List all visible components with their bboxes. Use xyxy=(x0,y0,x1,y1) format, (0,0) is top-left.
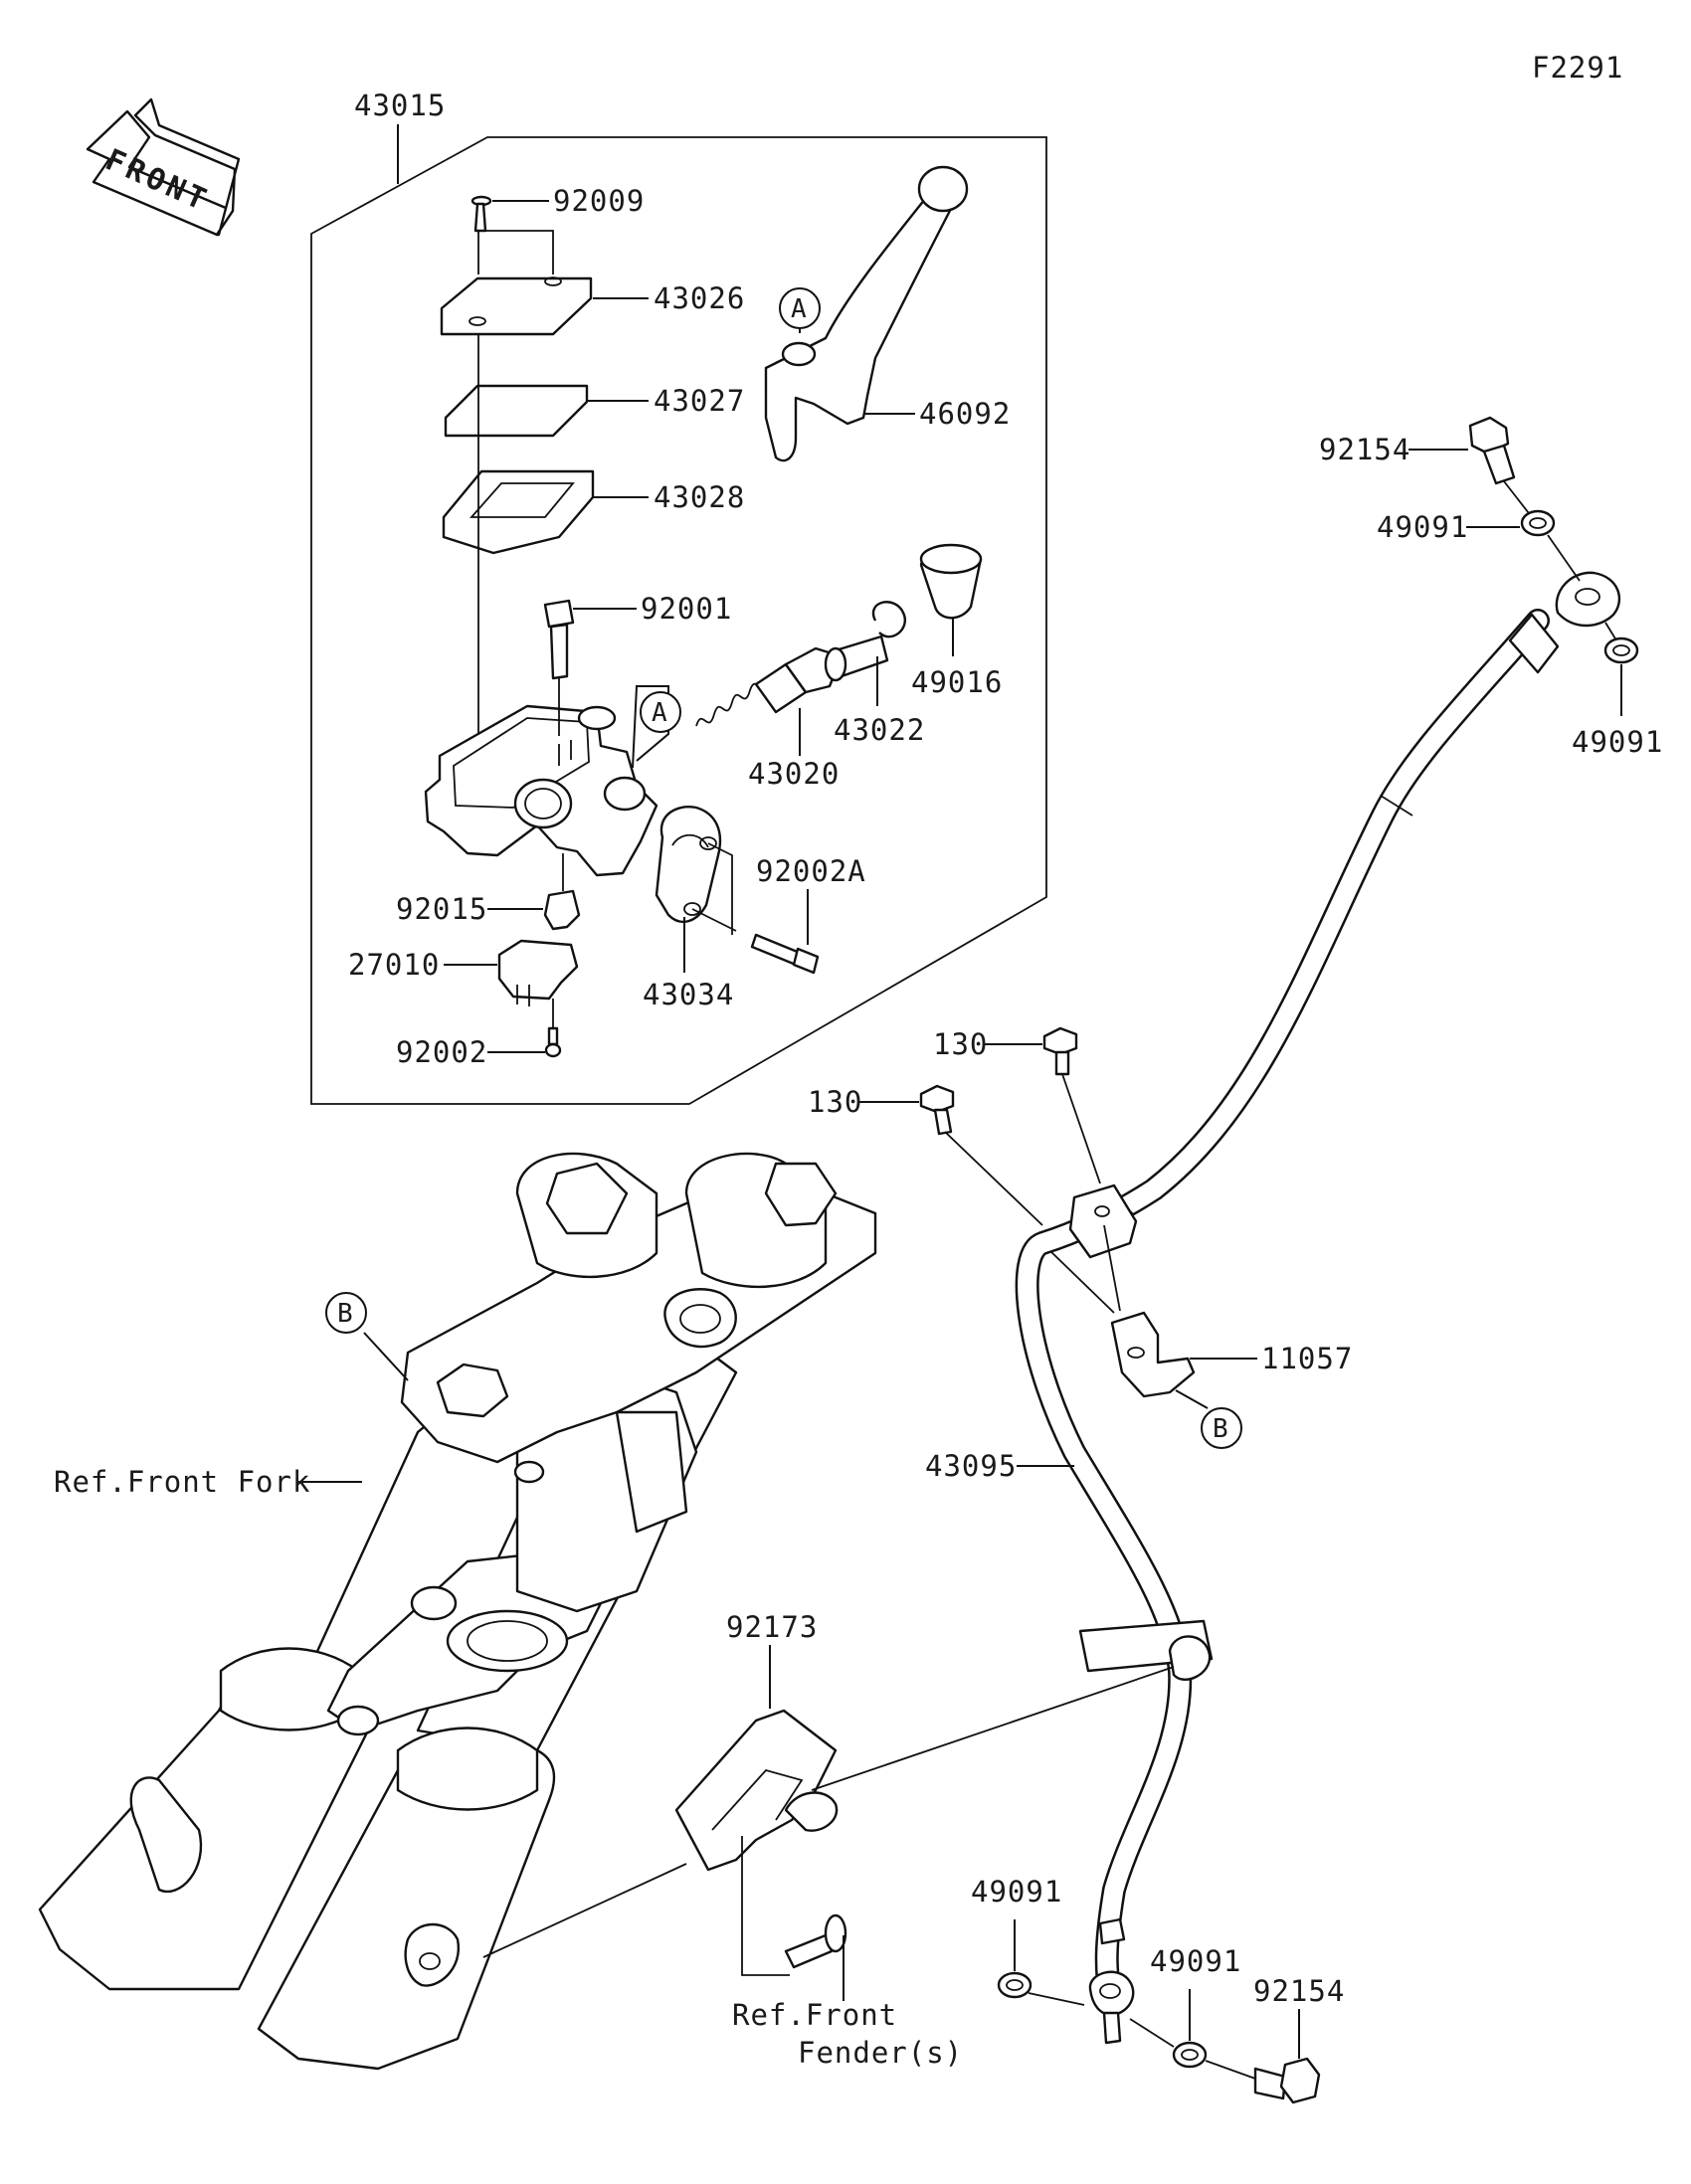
switch-cover-icon xyxy=(543,889,581,931)
part-label-92015: 92015 xyxy=(396,892,487,926)
marker-a-cylinder-label: A xyxy=(652,698,668,728)
diaphragm-icon xyxy=(442,469,595,555)
marker-a-top: A xyxy=(779,287,821,329)
brake-hose-icon xyxy=(1015,571,1621,2045)
part-label-92001: 92001 xyxy=(641,592,732,626)
part-label-49016: 49016 xyxy=(911,665,1003,699)
switch-screw-icon xyxy=(544,1026,562,1058)
part-label-43015: 43015 xyxy=(354,89,446,122)
brake-lever-icon: 46092 xyxy=(764,165,1011,462)
circlip-icon xyxy=(871,601,906,638)
part-label-130-b: 130 xyxy=(808,1085,862,1119)
marker-a-cylinder: A xyxy=(640,691,681,733)
hose-guide-bracket-icon xyxy=(674,1709,839,1872)
ref-front-fork: Ref.Front Fork xyxy=(54,1465,310,1499)
part-label-43095: 43095 xyxy=(925,1449,1017,1483)
ref-front-fender-2: Fender(s) xyxy=(798,2036,963,2070)
marker-b-fork-label: B xyxy=(337,1299,354,1329)
part-label-43022: 43022 xyxy=(834,713,925,747)
part-label-92173: 92173 xyxy=(726,1610,818,1644)
hose-bracket-icon xyxy=(1110,1311,1196,1398)
part-label-92009: 92009 xyxy=(553,184,645,218)
dust-boot-icon xyxy=(919,543,983,620)
part-label-49091-bottom-2: 49091 xyxy=(1150,1944,1241,1978)
part-label-92154-bottom: 92154 xyxy=(1253,1974,1345,2008)
marker-b-bracket: B xyxy=(1201,1407,1242,1449)
banjo-bolt-bottom-icon xyxy=(1253,2057,1321,2104)
part-label-46092: 46092 xyxy=(919,397,1011,431)
bolt-130-lower-icon xyxy=(919,1084,955,1136)
handlebar-clamp-icon xyxy=(655,806,722,924)
part-label-49091-top-1: 49091 xyxy=(1377,510,1468,544)
part-label-43020: 43020 xyxy=(748,757,840,791)
piston-spring-icon xyxy=(695,681,767,727)
part-label-92002A: 92002A xyxy=(756,854,866,888)
marker-b-fork: B xyxy=(325,1292,367,1334)
clamp-bolt-icon xyxy=(750,933,820,975)
diaphragm-plate-icon xyxy=(444,384,589,438)
reservoir-cap-group: 92009 43026 43027 43028 xyxy=(440,184,745,766)
front-arrow-icon: FRONT xyxy=(86,97,241,237)
cap-screw-icon xyxy=(470,195,492,233)
part-label-27010: 27010 xyxy=(348,948,440,982)
master-cylinder-body-icon xyxy=(424,704,658,877)
hose-guide-clamp-icon xyxy=(1068,1183,1138,1259)
fender-bolt-icon xyxy=(784,1913,847,1969)
part-label-43028: 43028 xyxy=(654,480,745,514)
part-label-43034: 43034 xyxy=(643,978,734,1011)
banjo-bolt-top-icon xyxy=(1468,416,1516,485)
marker-b-bracket-label: B xyxy=(1213,1414,1229,1444)
front-fork-assembly-icon xyxy=(38,1152,877,2071)
marker-a-top-label: A xyxy=(791,294,808,324)
part-label-11057: 11057 xyxy=(1261,1342,1353,1375)
part-label-43027: 43027 xyxy=(654,384,745,418)
piston-icon xyxy=(754,635,889,714)
figure-code: F2291 xyxy=(1532,51,1623,85)
pivot-bolt-icon xyxy=(543,599,575,680)
brake-switch-icon xyxy=(497,939,579,1006)
ref-front-fender-1: Ref.Front xyxy=(732,1998,897,2032)
part-label-92154-top: 92154 xyxy=(1319,433,1410,466)
part-label-130-a: 130 xyxy=(933,1027,988,1061)
part-label-92002: 92002 xyxy=(396,1035,487,1069)
reservoir-cap-icon xyxy=(440,276,593,336)
part-label-49091-bottom-1: 49091 xyxy=(971,1875,1062,1909)
part-label-49091-top-2: 49091 xyxy=(1572,725,1663,759)
washer-top-2-icon xyxy=(1603,637,1639,664)
washer-bottom-2-icon xyxy=(1172,2041,1208,2069)
part-label-43026: 43026 xyxy=(654,281,745,315)
washer-bottom-1-icon xyxy=(997,1971,1033,1999)
washer-top-1-icon xyxy=(1520,509,1556,537)
master-cylinder-assembly-box: 43015 xyxy=(310,89,1047,1105)
bolt-130-upper-icon xyxy=(1042,1026,1078,1076)
